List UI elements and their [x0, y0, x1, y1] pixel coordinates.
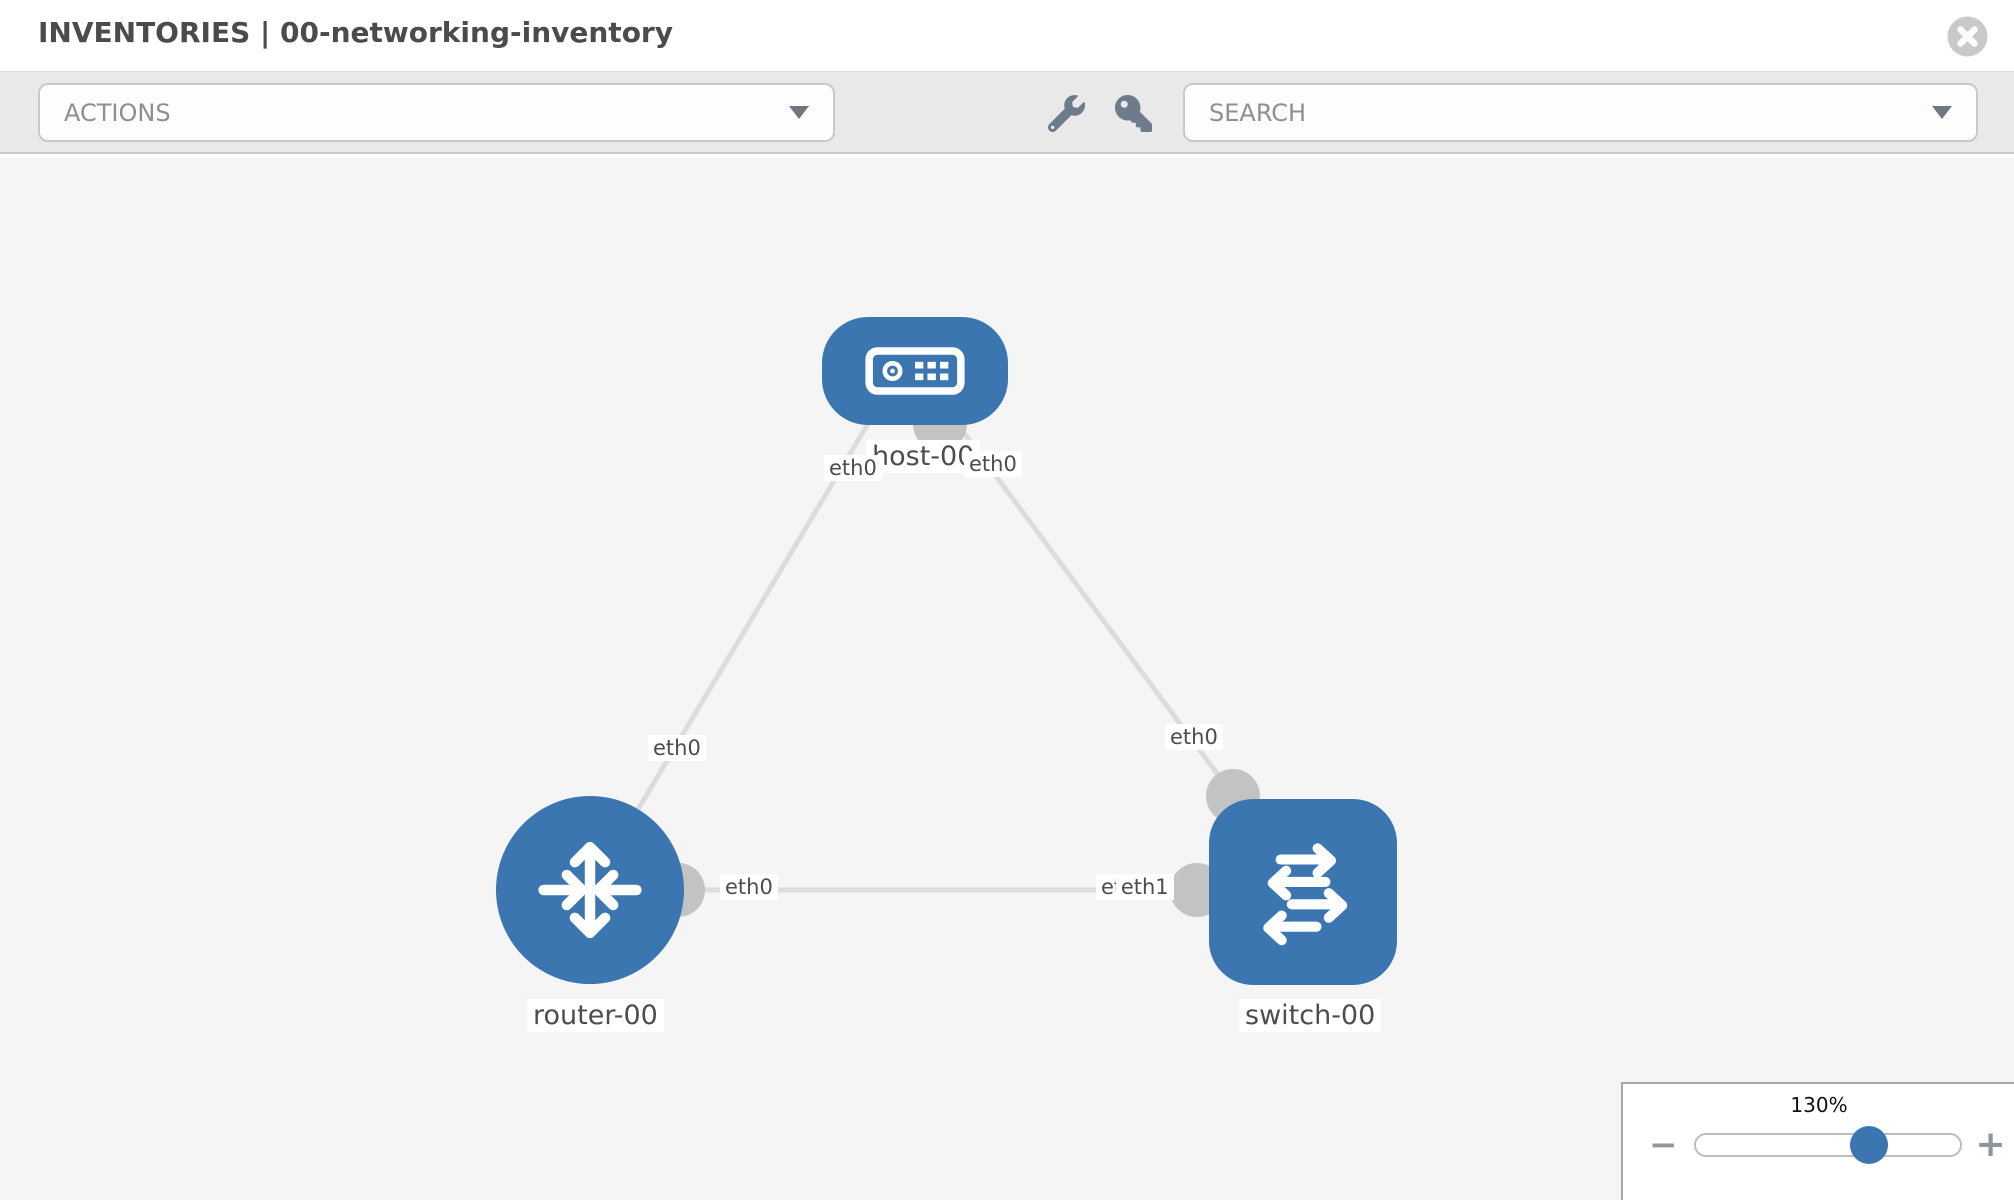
iface-label-eth1: eth1 [1115, 874, 1174, 900]
iface-label-eth0: eth0 [964, 451, 1022, 477]
close-button[interactable] [1947, 16, 1988, 57]
wrench-icon[interactable] [1048, 95, 1085, 132]
close-icon [1947, 16, 1988, 57]
router-icon [538, 841, 642, 939]
node-label-switch-00: switch-00 [1239, 999, 1382, 1032]
switch-icon [1263, 843, 1348, 946]
actions-dropdown[interactable]: ACTIONS [38, 83, 835, 142]
iface-label-eth0: eth0 [824, 455, 882, 481]
search-dropdown[interactable]: SEARCH [1183, 83, 1978, 142]
page-title: INVENTORIES | 00-networking-inventory [38, 16, 673, 49]
header: INVENTORIES | 00-networking-inventory [0, 0, 2014, 72]
chevron-down-icon [1932, 106, 1952, 119]
iface-label-eth0: eth0 [720, 874, 778, 900]
zoom-panel: 130% − + [1621, 1082, 2014, 1200]
zoom-slider-handle[interactable] [1849, 1126, 1888, 1164]
node-label-router-00: router-00 [527, 999, 664, 1032]
actions-dropdown-label: ACTIONS [64, 98, 171, 127]
node-host-00[interactable] [822, 317, 1008, 425]
zoom-level: 130% [1790, 1093, 1848, 1117]
topology-links [587, 397, 1260, 917]
iface-label-eth0: eth0 [1165, 724, 1223, 750]
node-switch-00[interactable] [1209, 799, 1397, 985]
host-icon [865, 347, 965, 395]
zoom-slider[interactable] [1693, 1126, 1962, 1164]
zoom-out-button[interactable]: − [1649, 1125, 1678, 1165]
node-label-host-00: host-00 [866, 440, 981, 473]
chevron-down-icon [789, 106, 809, 119]
search-dropdown-label: SEARCH [1209, 98, 1307, 127]
topology-canvas[interactable]: host-00 router-00 switch-00 eth0 eth0 et… [0, 157, 2014, 1200]
iface-label-eth0: eth0 [648, 735, 706, 761]
key-icon[interactable] [1115, 95, 1152, 132]
toolbar: ACTIONS SEARCH [0, 72, 2014, 154]
zoom-in-button[interactable]: + [1975, 1124, 2006, 1165]
node-router-00[interactable] [496, 796, 684, 984]
